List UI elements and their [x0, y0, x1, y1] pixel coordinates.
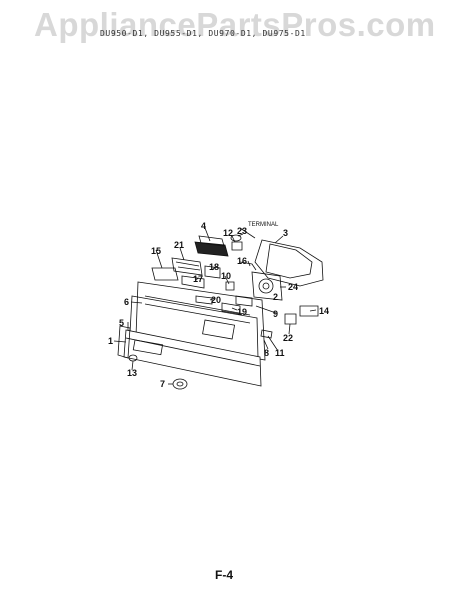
watermark: AppliancePartsPros.com [34, 6, 436, 43]
callout-4: 4 [201, 221, 206, 231]
page-label: F-4 [215, 568, 233, 582]
part-11 [260, 329, 273, 339]
callout-5: 5 [119, 318, 124, 328]
callout-8: 8 [264, 348, 269, 358]
callout-13: 13 [127, 368, 137, 378]
callout-23: 23 [237, 226, 247, 236]
control-knob-slot [132, 339, 164, 356]
callout-3: 3 [283, 228, 288, 238]
knob-23 [230, 234, 242, 242]
callout-17: 17 [193, 274, 203, 284]
callout-9: 9 [273, 309, 278, 319]
callout-10: 10 [221, 271, 231, 281]
callout-22: 22 [283, 333, 293, 343]
knob-7 [172, 378, 188, 390]
callout-12: 12 [223, 228, 233, 238]
switch-bank-15 [151, 267, 179, 281]
callout-15: 15 [151, 246, 161, 256]
console-trim-bar [123, 329, 262, 387]
part-14 [299, 305, 319, 317]
switch-19 [221, 302, 241, 315]
console-display-window [202, 319, 236, 340]
timer-knob-12 [231, 241, 243, 251]
switch-17 [181, 275, 205, 289]
part-22 [284, 313, 297, 325]
callout-7: 7 [160, 379, 165, 389]
callout-2: 2 [273, 292, 278, 302]
callout-11: 11 [275, 348, 285, 358]
switch-bank-21 [171, 257, 203, 276]
timer-housing-3 [254, 239, 324, 287]
callout-21: 21 [174, 240, 184, 250]
part-20 [195, 295, 213, 305]
callout-6: 6 [124, 297, 129, 307]
part-9 [235, 295, 253, 307]
callout-24: 24 [288, 282, 298, 292]
plate-4-top [198, 235, 225, 247]
callout-20: 20 [211, 295, 221, 305]
callout-14: 14 [319, 306, 329, 316]
timer-24 [251, 271, 283, 301]
model-number-line: DU950-D1, DU955-D1, DU970-D1, DU975-D1 [100, 29, 306, 38]
callout-1: 1 [108, 336, 113, 346]
callout-16: 16 [237, 256, 247, 266]
part-10 [225, 281, 235, 291]
callout-19: 19 [237, 307, 247, 317]
terminal-label: TERMINAL [248, 222, 279, 228]
callout-18: 18 [209, 262, 219, 272]
trim-end-cap [117, 325, 131, 359]
console-panel [135, 281, 266, 361]
wire-16 [239, 261, 257, 271]
